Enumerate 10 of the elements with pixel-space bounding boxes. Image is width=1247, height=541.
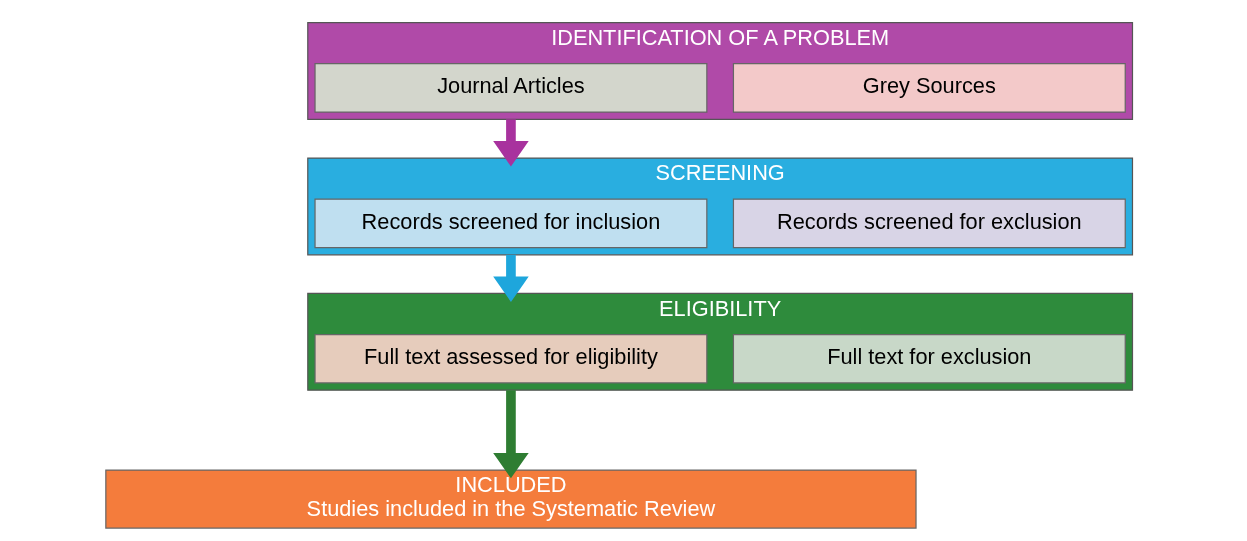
node-box: Full text for exclusion [732, 334, 1126, 384]
node-box: INCLUDED Studies included in the Systematic Review [104, 469, 917, 529]
node-box: Full text assessed for eligibility [313, 334, 707, 384]
node-box: Records screened for exclusion [732, 198, 1126, 249]
arrow [492, 254, 529, 302]
node-box: Grey Sources [732, 63, 1126, 113]
arrow [492, 390, 529, 479]
node-box: Journal Articles [313, 63, 707, 113]
arrow [492, 119, 529, 167]
node-box: Records screened for inclusion [313, 198, 707, 249]
